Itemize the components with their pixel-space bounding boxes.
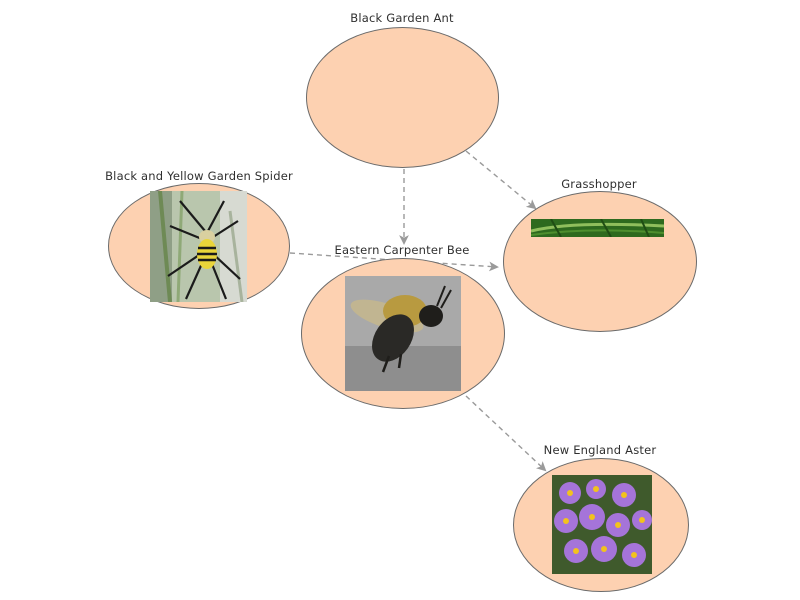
node-label: New England Aster: [543, 443, 657, 457]
node-oval[interactable]: [306, 27, 499, 168]
node-oval[interactable]: [503, 191, 697, 332]
node-label: Eastern Carpenter Bee: [334, 243, 470, 257]
node-label: Black Garden Ant: [350, 11, 454, 25]
arrow-ant-to-grasshopper[interactable]: [465, 150, 537, 210]
arrow-bee-to-aster[interactable]: [465, 395, 547, 472]
aster-flowers-photo: [552, 475, 652, 574]
node-label: Black and Yellow Garden Spider: [105, 169, 293, 183]
grass-strip-photo: [531, 219, 664, 237]
node-label: Grasshopper: [561, 177, 637, 191]
bee-photo: [345, 276, 461, 391]
spider-photo: [150, 191, 247, 302]
